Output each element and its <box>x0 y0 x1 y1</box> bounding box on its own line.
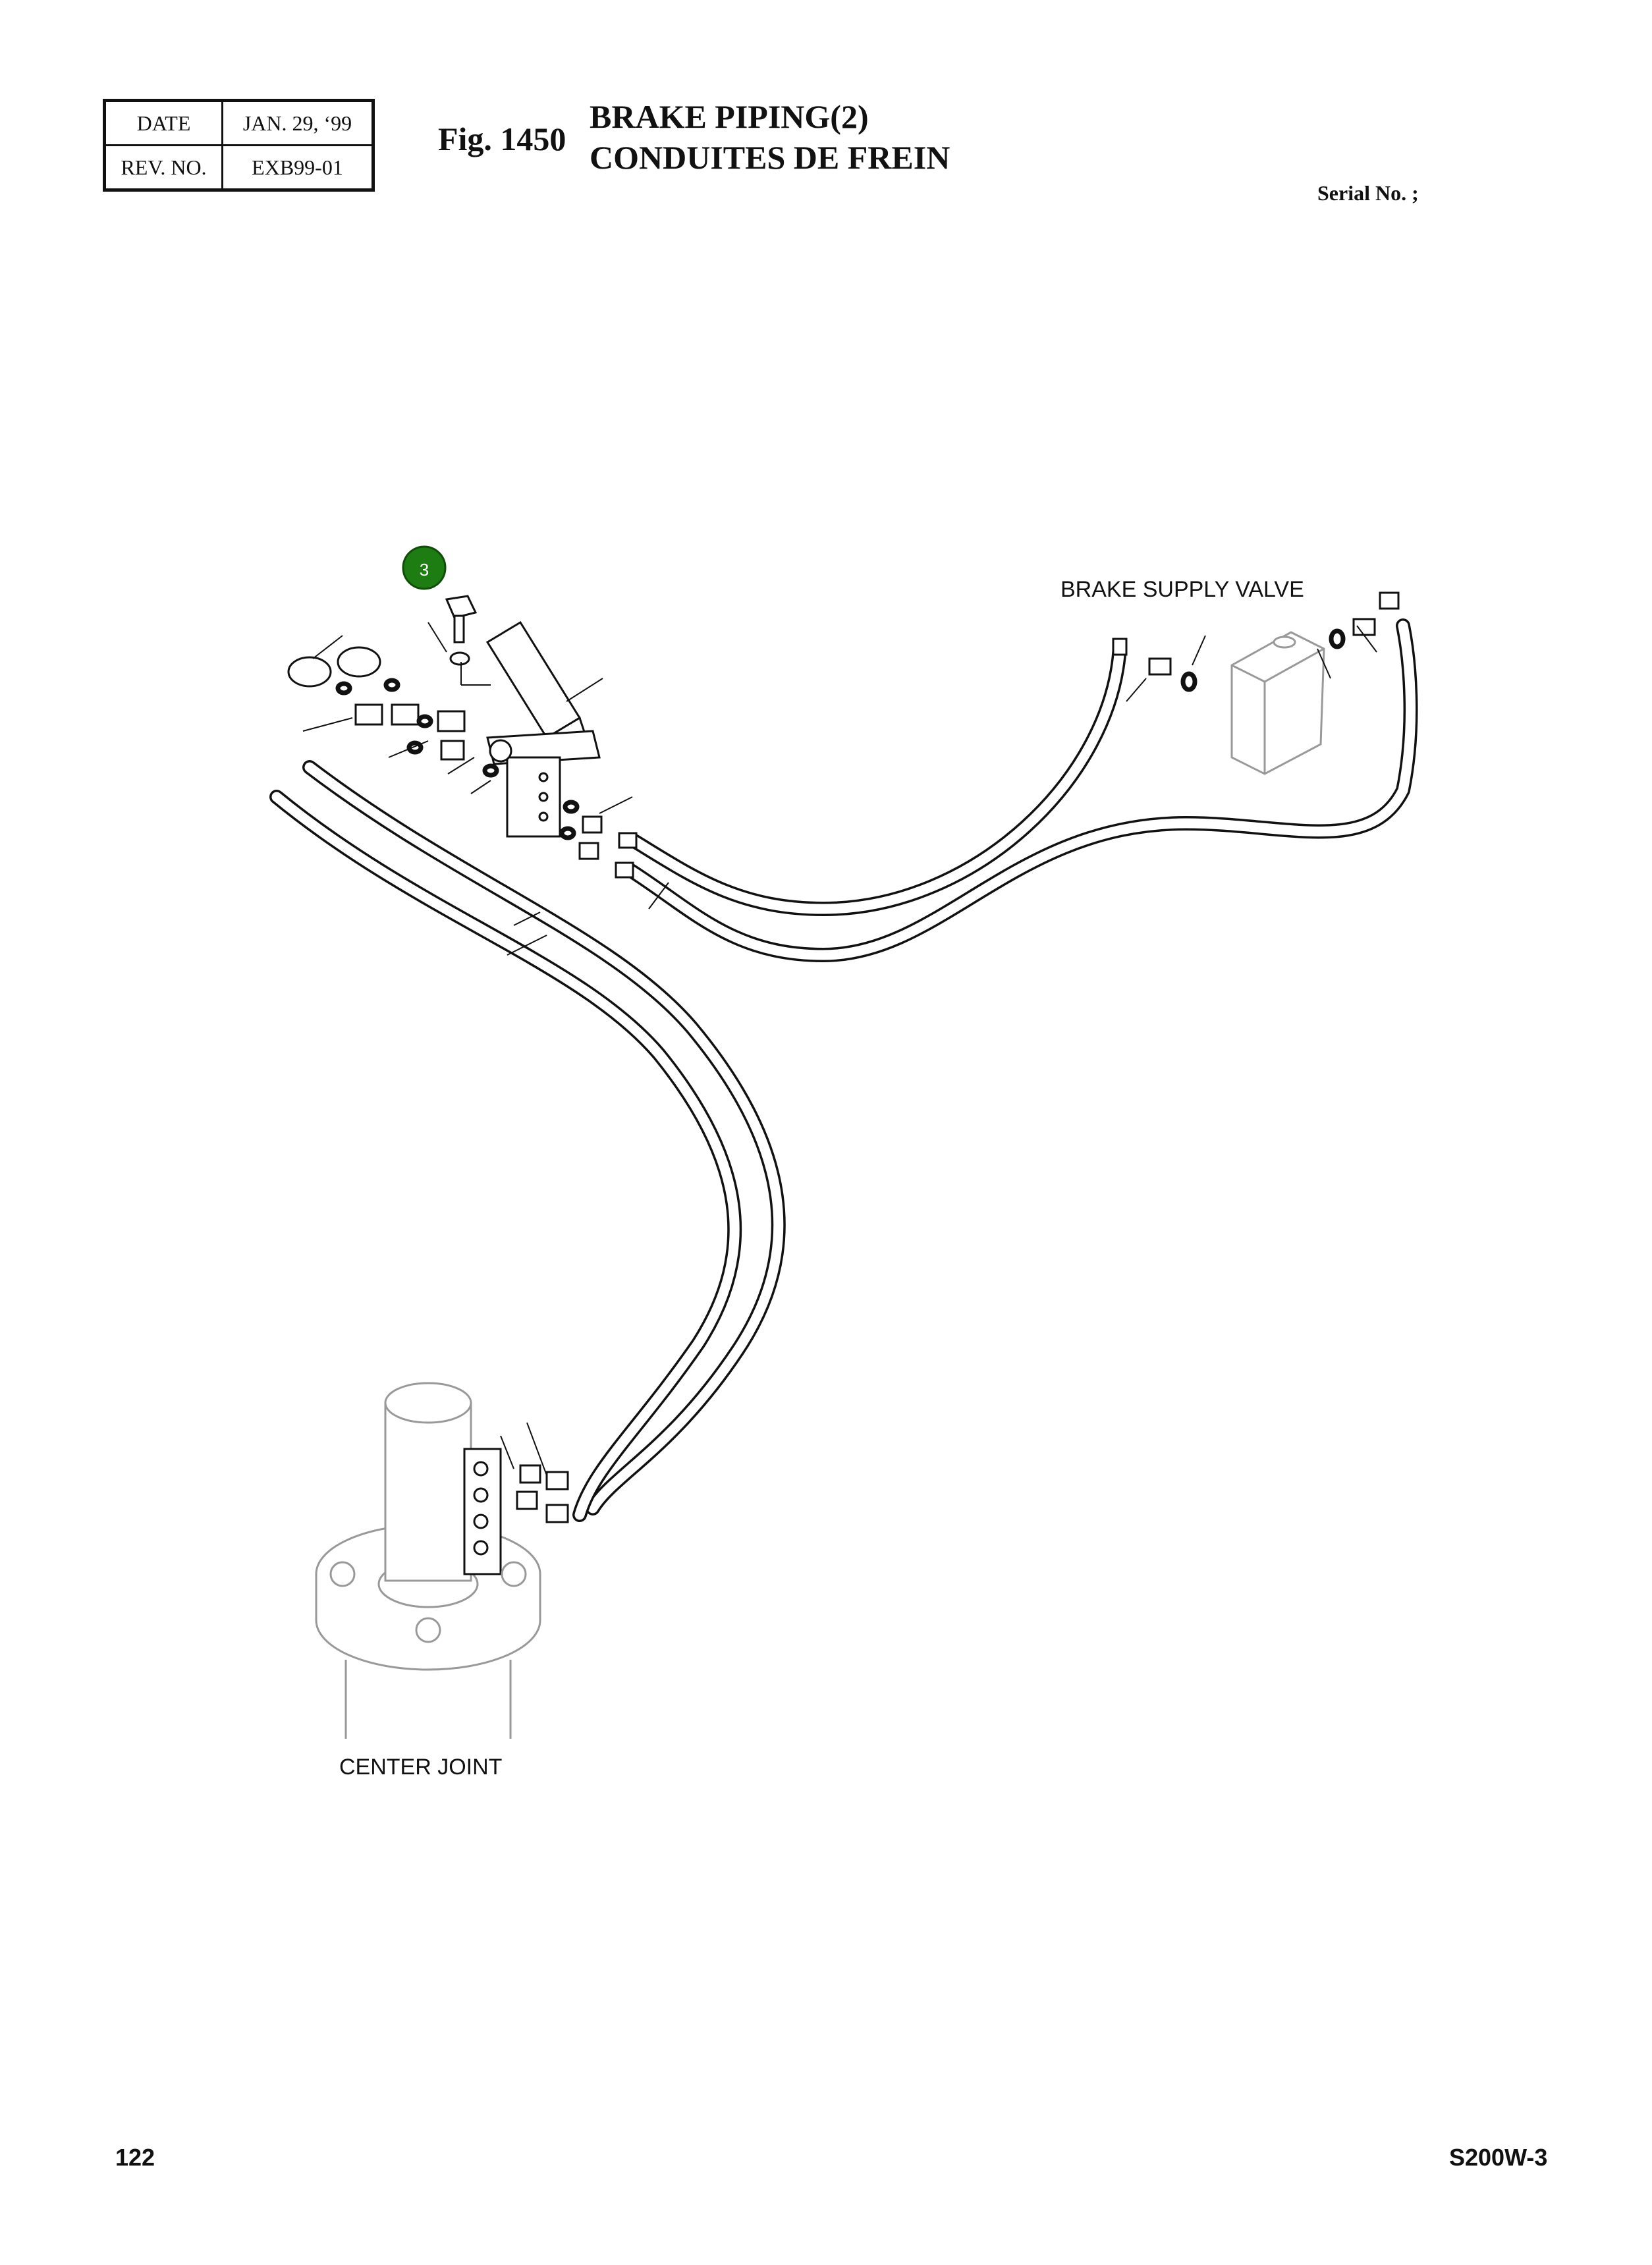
callout-badge-number: 3 <box>420 560 429 580</box>
rev-value: EXB99-01 <box>221 144 374 191</box>
bolt-and-washer <box>445 595 478 666</box>
brake-pedal-valve <box>485 620 601 838</box>
center-joint <box>315 1382 569 1739</box>
hose-to-supply-valve-lower <box>622 618 1418 962</box>
leader-lines <box>302 622 1377 1476</box>
page-number: 122 <box>115 2144 155 2171</box>
figure-number: Fig. 1450 <box>438 121 566 157</box>
hose-to-center-joint-b <box>269 790 742 1522</box>
brake-supply-valve-label: BRAKE SUPPLY VALVE <box>1060 577 1304 602</box>
figure-title-french: CONDUITES DE FREIN <box>590 139 950 176</box>
center-joint-label: CENTER JOINT <box>339 1755 503 1780</box>
callout-badge-circle <box>402 545 447 590</box>
rev-label: REV. NO. <box>103 144 223 191</box>
brake-supply-valve <box>1112 591 1400 775</box>
model-number: S200W-3 <box>1449 2144 1548 2171</box>
hose-to-center-joint-a <box>302 760 786 1515</box>
pedal-side-fittings <box>287 646 638 879</box>
callout-badge-3[interactable]: 3 <box>402 545 447 590</box>
date-label: DATE <box>103 99 223 146</box>
hose-to-supply-valve-upper <box>625 638 1127 916</box>
revision-table: DATE JAN. 29, ‘99 REV. NO. EXB99-01 <box>103 99 375 192</box>
figure-title-english: BRAKE PIPING(2) <box>590 98 869 135</box>
date-value: JAN. 29, ‘99 <box>221 99 374 146</box>
serial-number: Serial No. ; <box>1317 181 1419 205</box>
